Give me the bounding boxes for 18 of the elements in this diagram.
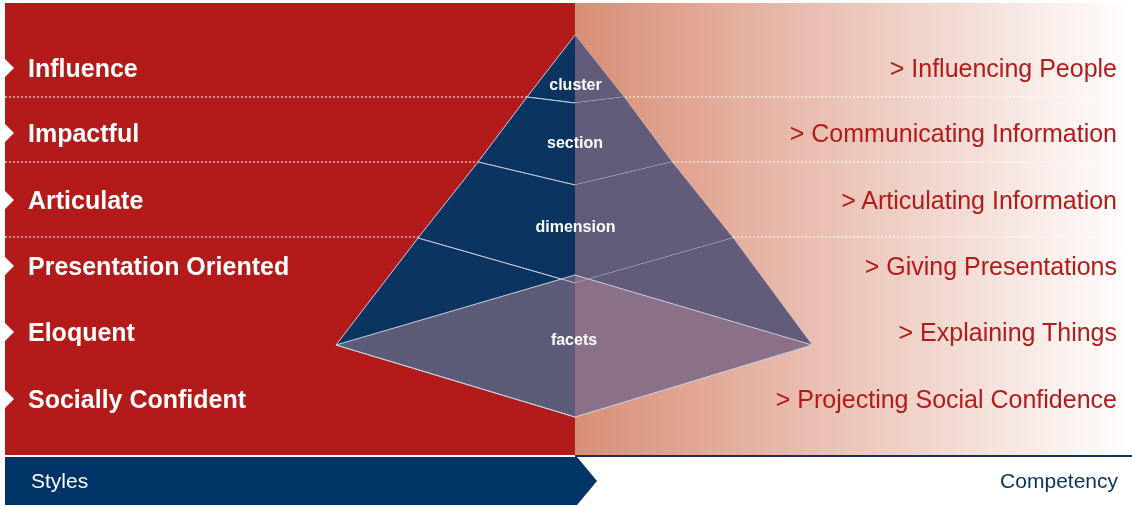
competency-label: > Giving Presentations [864, 251, 1117, 281]
competency-label: > Communicating Information [789, 118, 1117, 148]
competency-label: > Articulating Information [841, 185, 1117, 215]
style-label: Impactful [28, 118, 140, 148]
layer-label: cluster [548, 75, 603, 95]
competency-label: > Explaining Things [898, 317, 1117, 347]
style-label: Influence [28, 53, 138, 83]
layer-label: facets [549, 330, 599, 350]
style-label: Eloquent [28, 317, 135, 347]
band-label: Styles [31, 468, 89, 494]
layer-label: dimension [534, 217, 617, 237]
competency-label: > Projecting Social Confidence [775, 384, 1117, 414]
style-label: Presentation Oriented [28, 251, 290, 281]
competency-heading: Competency [1000, 468, 1118, 494]
competency-label: > Influencing People [889, 53, 1117, 83]
style-label: Socially Confident [28, 384, 247, 414]
layer-label: section [546, 133, 604, 153]
style-label: Articulate [28, 185, 144, 215]
